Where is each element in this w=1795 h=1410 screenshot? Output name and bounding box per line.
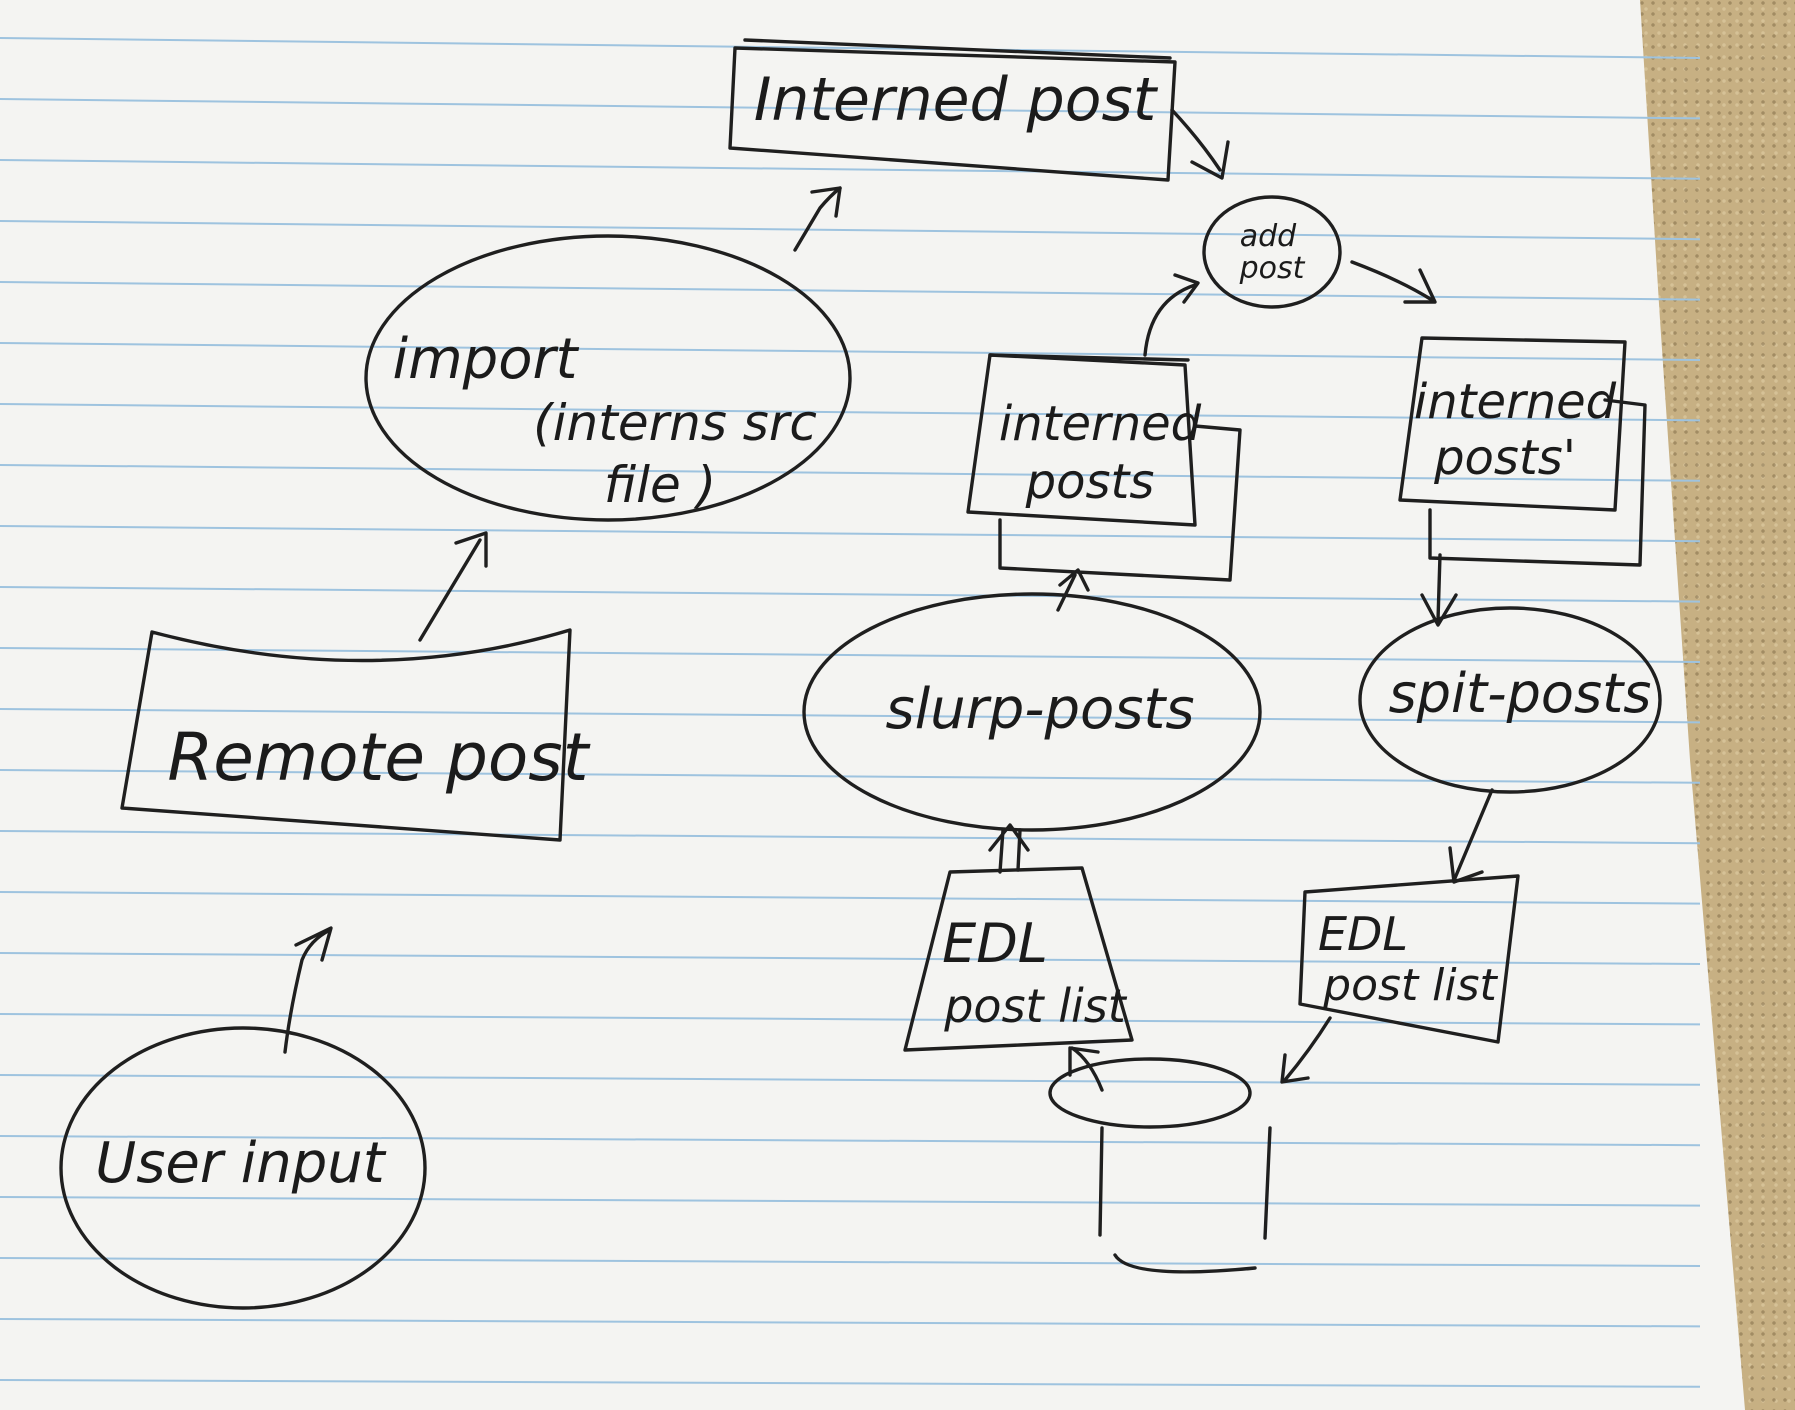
ruled-line <box>0 1135 1701 1147</box>
add-post-label-2: post <box>1239 251 1306 286</box>
edl-left-label-2: post list <box>943 979 1127 1033</box>
ruled-line <box>0 159 1701 180</box>
interned-posts-right-label-1: interned <box>1414 374 1617 430</box>
notebook-paper <box>0 0 1745 1410</box>
ruled-line <box>0 952 1701 965</box>
arrow-edl-to-slurp-posts <box>988 823 1030 874</box>
interned-posts-right-node: interned posts' <box>1398 336 1647 567</box>
remote-post-label: Remote post <box>167 719 590 796</box>
ruled-line <box>0 281 1701 301</box>
ruled-line <box>0 708 1701 724</box>
ruled-line <box>0 464 1701 482</box>
spit-posts-label: spit-posts <box>1389 662 1652 725</box>
arrow-interned-posts-right-to-spit-posts <box>1420 553 1458 627</box>
import-label-3: file ) <box>604 456 716 514</box>
ruled-line <box>0 1318 1701 1328</box>
interned-post-node: Interned post <box>728 38 1177 182</box>
arrow-add-post-to-interned-posts-right <box>1350 260 1437 304</box>
edl-right-label-1: EDL <box>1318 907 1408 961</box>
interned-post-label: Interned post <box>754 65 1159 135</box>
ruled-line <box>0 830 1701 845</box>
arrow-interned-post-to-add-post <box>1170 108 1230 180</box>
interned-posts-right-label-2: posts' <box>1433 430 1576 486</box>
ruled-line <box>0 525 1701 543</box>
spit-posts-node: spit-posts <box>1358 606 1662 794</box>
ruled-line <box>0 586 1701 603</box>
ruled-line <box>0 37 1701 59</box>
ruled-line <box>0 1379 1701 1388</box>
edl-left-node: EDL post list <box>903 866 1134 1052</box>
ruled-line <box>0 1257 1701 1267</box>
database-cylinder-icon <box>1048 1057 1272 1274</box>
ruled-lines <box>0 37 1701 1388</box>
edl-right-node: EDL post list <box>1298 874 1520 1044</box>
user-input-label: User input <box>95 1131 387 1196</box>
ruled-line <box>0 647 1701 663</box>
arrow-edl-right-to-database <box>1280 1016 1332 1084</box>
import-label-1: import <box>393 327 580 392</box>
interned-posts-left-node: interned posts <box>966 353 1242 582</box>
interned-posts-left-label-2: posts <box>1025 454 1155 510</box>
remote-post-node: Remote post <box>120 628 591 842</box>
import-node: import (interns src file ) <box>364 234 852 522</box>
arrows <box>283 108 1494 1092</box>
ruled-line <box>0 220 1701 241</box>
ruled-line <box>0 1196 1701 1207</box>
arrow-spit-posts-to-edl-right <box>1448 788 1494 884</box>
edl-left-label-1: EDL <box>942 912 1048 975</box>
arrow-user-input-to-remote-post <box>283 926 333 1054</box>
arrow-import-to-interned-post <box>793 186 842 252</box>
ruled-line <box>0 1074 1701 1086</box>
arrow-database-to-edl-left <box>1068 1046 1104 1092</box>
add-post-node: add post <box>1202 195 1342 309</box>
user-input-node: User input <box>59 1026 427 1310</box>
slurp-posts-node: slurp-posts <box>802 592 1262 832</box>
ruled-line <box>0 769 1701 784</box>
arrow-interned-posts-to-add-post <box>1143 273 1200 357</box>
ruled-line <box>0 98 1701 120</box>
arrow-remote-post-to-import <box>418 531 488 642</box>
ruled-line <box>0 891 1701 905</box>
interned-posts-left-label-1: interned <box>999 396 1202 452</box>
import-label-2: (interns src <box>533 394 817 452</box>
slurp-posts-label: slurp-posts <box>885 677 1194 742</box>
arrow-slurp-posts-to-interned-posts <box>1056 568 1090 612</box>
edl-right-label-2: post list <box>1322 960 1498 1011</box>
ruled-line <box>0 1013 1701 1026</box>
add-post-label-1: add <box>1240 219 1297 254</box>
ruled-line <box>0 342 1701 361</box>
ruled-line <box>0 403 1701 422</box>
